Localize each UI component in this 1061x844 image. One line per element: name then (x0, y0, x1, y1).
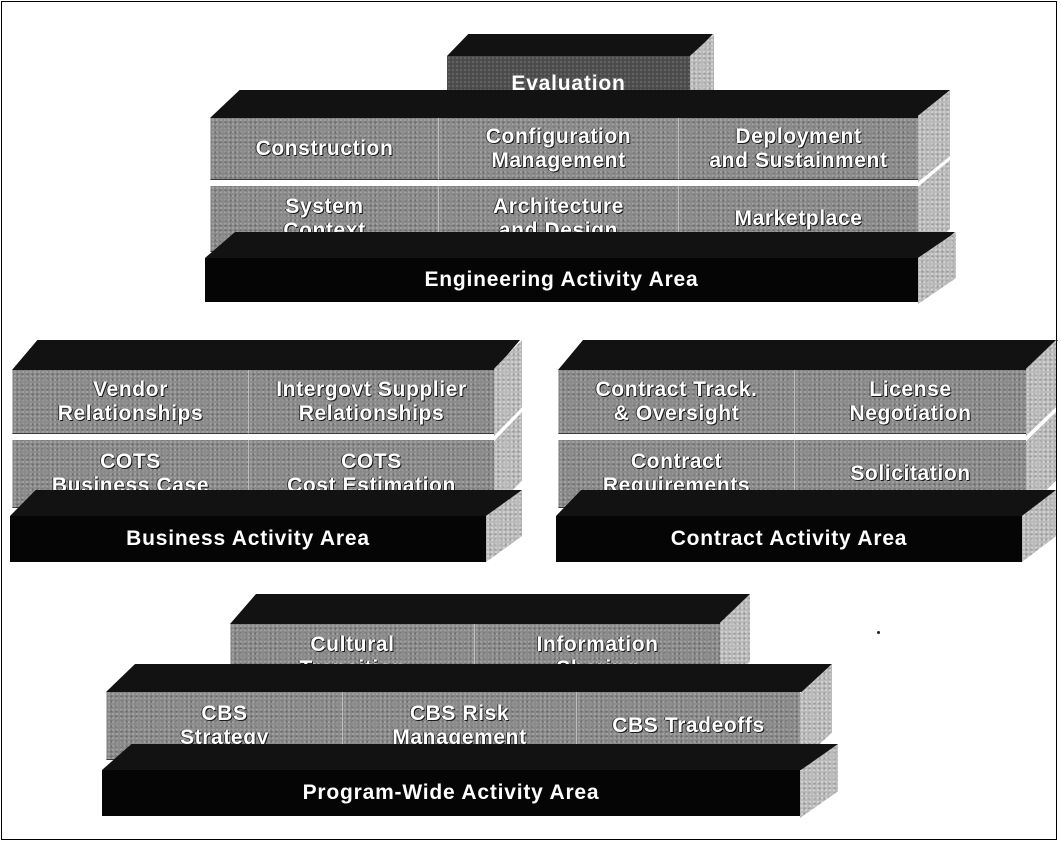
construction-block: Construction (210, 118, 438, 180)
deployment-sustainment-block: Deployment and Sustainment (678, 118, 918, 180)
business-base-top (10, 490, 522, 516)
contract-tracking-oversight-block: Contract Track. & Oversight (558, 370, 794, 434)
configuration-management-block: Configuration Management (438, 118, 678, 180)
program-wide-activity-area-label: Program-Wide Activity Area (102, 770, 800, 816)
engineering-activity-area-label: Engineering Activity Area (205, 258, 918, 302)
program-row2-top (106, 664, 832, 692)
contract-row1-top (558, 340, 1058, 370)
business-activity-area-label: Business Activity Area (10, 516, 486, 562)
license-negotiation-block: License Negotiation (794, 370, 1026, 434)
program-row1-top (230, 594, 750, 624)
intergovt-supplier-relationships-block: Intergovt Supplier Relationships (248, 370, 494, 434)
contract-base-top (556, 490, 1056, 516)
vendor-relationships-block: Vendor Relationships (12, 370, 248, 434)
engineering-row2-top (210, 90, 950, 118)
evaluation-block-top (447, 34, 713, 56)
contract-activity-area-label: Contract Activity Area (556, 516, 1022, 562)
stray-mark (877, 631, 880, 634)
program-base-top (102, 744, 838, 770)
engineering-base-top (205, 232, 955, 258)
business-row1-top (12, 340, 520, 370)
